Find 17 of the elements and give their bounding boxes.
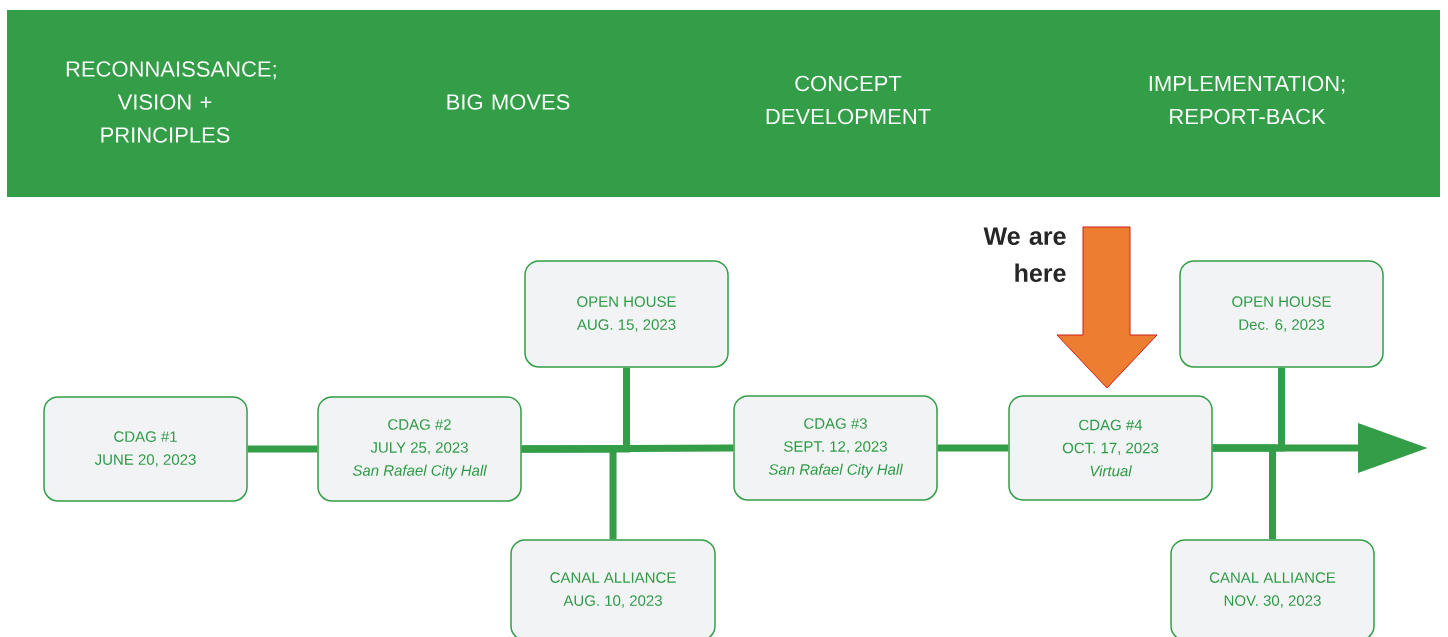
timeline-line [521, 444, 734, 453]
event-box: CDAG #2 JULY 25, 2023 San Rafael City Hall [317, 396, 522, 502]
phase-label: BIG MOVES [447, 94, 570, 110]
phase-label: RECONNAISSANCE; VISION + PRINCIPLES [66, 61, 276, 143]
event-box: CANAL ALLIANCE NOV. 30, 2023 [1170, 539, 1375, 637]
timeline-line [247, 445, 318, 453]
event-box: OPEN HOUSE Dec. 6, 2023 [1179, 260, 1384, 368]
phase-label: IMPLEMENTATION; REPORT-BACK [1149, 75, 1345, 125]
phase-label: CONCEPT DEVELOPMENT [766, 75, 931, 125]
event-box: CDAG #1 JUNE 20, 2023 [43, 396, 248, 502]
callout-text: We are here [983, 227, 1066, 282]
event-box: CANAL ALLIANCE AUG. 10, 2023 [510, 539, 716, 637]
timeline-line [937, 444, 1009, 452]
event-box: OPEN HOUSE AUG. 15, 2023 [524, 260, 729, 368]
event-box: CDAG #3 SEPT. 12, 2023 San Rafael City Hall [733, 395, 938, 501]
event-box: CDAG #4 OCT. 17, 2023 Virtual [1008, 395, 1213, 501]
pointer-arrow [1056, 226, 1158, 389]
